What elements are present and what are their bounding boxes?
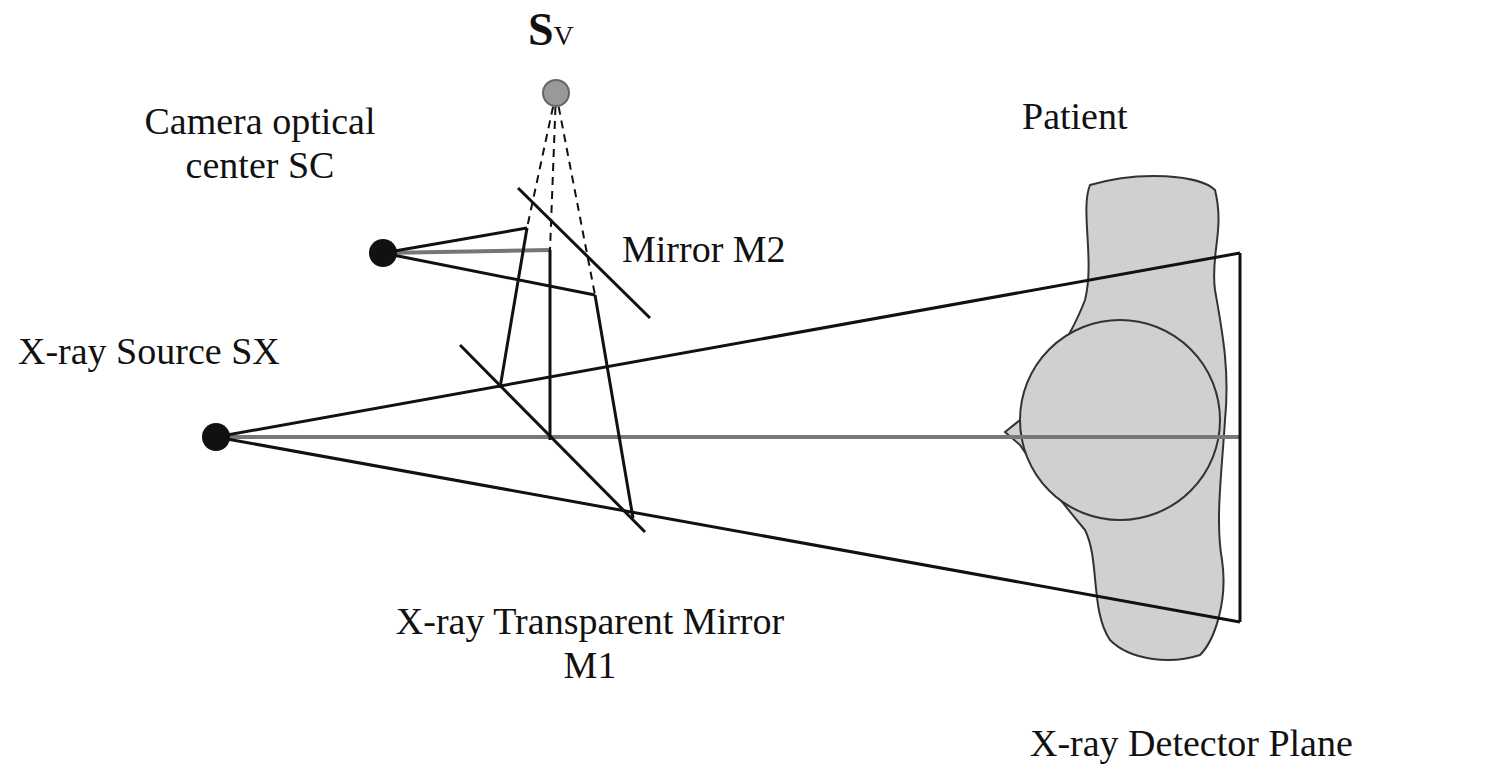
- virtual-ray: [556, 93, 595, 295]
- detector-plane: [1239, 253, 1242, 622]
- xray-ray: [216, 253, 1240, 437]
- point-label: SV: [528, 4, 608, 57]
- camera-axis: [383, 250, 550, 253]
- mirror-m1: [460, 345, 645, 532]
- mirror-label: X-ray Transparent Mirror M1: [385, 600, 795, 687]
- mirror-label: Mirror M2: [622, 228, 882, 272]
- camera-ray: [383, 253, 595, 295]
- reflected-ray: [595, 295, 633, 518]
- xray-source: [202, 423, 230, 451]
- camera-ray: [383, 228, 527, 253]
- patient-body: [1005, 176, 1227, 660]
- xray-ray: [216, 437, 1240, 622]
- source-label: X-ray Source SX: [18, 330, 438, 374]
- camera-label: Camera optical center SC: [105, 100, 415, 187]
- virtual-ray: [550, 93, 556, 250]
- virtual-center: [543, 80, 569, 106]
- central-axis: [216, 435, 1240, 439]
- patient-head: [1020, 320, 1220, 520]
- reflected-ray: [500, 228, 527, 388]
- detector-label: X-ray Detector Plane: [1030, 722, 1485, 766]
- reflected-ray: [549, 250, 552, 440]
- camera-center: [369, 239, 397, 267]
- patient-label: Patient: [1022, 95, 1242, 139]
